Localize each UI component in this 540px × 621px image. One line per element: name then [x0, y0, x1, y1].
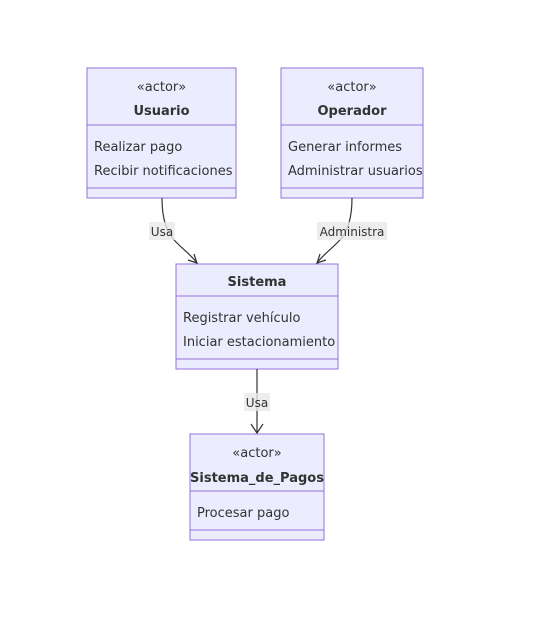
class-operador-box	[280, 67, 424, 199]
class-operador-name: Operador	[317, 104, 387, 119]
class-sistema-name: Sistema	[228, 275, 287, 290]
class-usuario-name: Usuario	[133, 104, 189, 119]
edge-operador-sistema-line	[316, 197, 353, 264]
edge-operador-sistema-label: Administra	[320, 225, 385, 239]
class-usuario-stereotype: «actor»	[137, 80, 186, 95]
class-sistema-method: Iniciar estacionamiento	[183, 335, 335, 350]
class-sistema[interactable]: Sistema Registrar vehículo Iniciar estac…	[175, 263, 339, 370]
class-usuario-box	[86, 67, 237, 199]
edge-sistema-pagos-label-bg	[244, 393, 270, 411]
class-sistema-de-pagos-name: Sistema_de_Pagos	[190, 471, 324, 486]
edge-operador-sistema-label-bg	[317, 222, 387, 240]
class-sistema-box	[175, 263, 339, 370]
edge-usuario-sistema-label-bg	[149, 222, 175, 240]
class-sistema-method: Registrar vehículo	[183, 311, 301, 326]
edge-usuario-sistema-arrowhead	[187, 253, 198, 264]
edge-usuario-sistema-label: Usa	[151, 225, 173, 239]
class-usuario-method: Recibir notificaciones	[94, 164, 233, 179]
class-operador[interactable]: «actor» Operador Generar informes Admini…	[280, 67, 424, 199]
class-operador-method: Generar informes	[288, 140, 402, 155]
edge-sistema-pagos-label: Usa	[246, 396, 268, 410]
class-usuario-method: Realizar pago	[94, 140, 182, 155]
edge-usuario-sistema-line	[161, 197, 198, 264]
class-sistema-de-pagos-stereotype: «actor»	[232, 446, 281, 461]
class-usuario[interactable]: «actor» Usuario Realizar pago Recibir no…	[86, 67, 237, 199]
class-sistema-de-pagos[interactable]: «actor» Sistema_de_Pagos Procesar pago	[189, 433, 325, 541]
edge-operador-sistema: Administra	[316, 197, 387, 264]
class-operador-method: Administrar usuarios	[288, 164, 423, 179]
edge-operador-sistema-arrowhead	[316, 253, 327, 264]
class-operador-stereotype: «actor»	[327, 80, 376, 95]
edge-sistema-pagos: Usa	[244, 369, 270, 435]
class-sistema-de-pagos-method: Procesar pago	[197, 506, 289, 521]
edge-sistema-pagos-arrowhead	[250, 423, 264, 435]
edge-usuario-sistema: Usa	[149, 197, 198, 264]
